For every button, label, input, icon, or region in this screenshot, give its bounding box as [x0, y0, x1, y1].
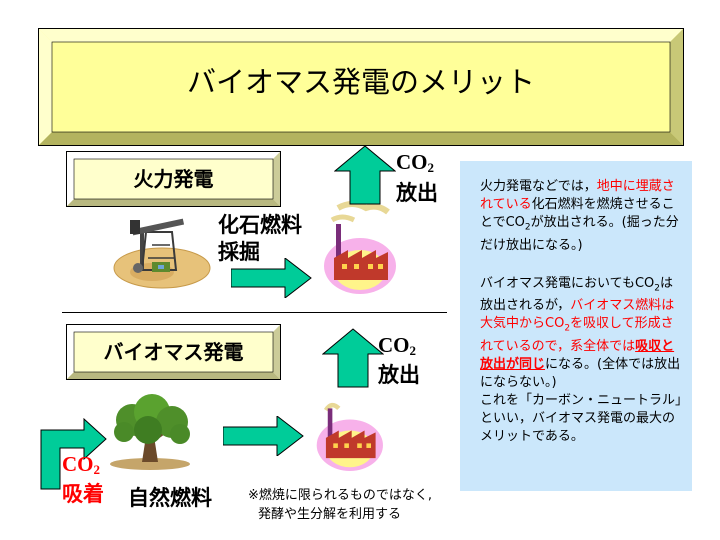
biomass-power-label: バイオマス発電: [103, 340, 244, 364]
explanation-panel: [460, 161, 692, 491]
biomass-label-box: [66, 324, 281, 380]
biomass-co2-up-arrow: [322, 328, 384, 388]
co2-absorb-arrow: [40, 418, 107, 490]
thermal-power-label: 火力発電: [133, 167, 214, 191]
extraction-label: 採掘: [218, 240, 260, 264]
thermal-factory-icon: [324, 201, 396, 294]
biomass-flow-arrow: [223, 416, 304, 456]
thermal-label-box: [66, 151, 281, 207]
absorb-co2-label: CO2: [62, 452, 100, 477]
thermal-flow-arrow: [231, 258, 312, 298]
tree-icon: [110, 394, 190, 470]
footnote-line-2: 発酵や生分解を利用する: [258, 507, 402, 522]
page-title: バイオマス発電のメリット: [186, 65, 535, 99]
title-banner: [38, 28, 684, 146]
fossil-fuel-label: 化石燃料: [218, 213, 302, 237]
thermal-release-label: 放出: [396, 181, 438, 205]
section-divider: [62, 312, 447, 313]
explanation-paragraph-1: 火力発電などでは，地中に埋蔵されている化石燃料を燃焼させることでCO2が放出され…: [480, 179, 679, 253]
footnote-line-1: ※燃焼に限られるものではなく,: [248, 488, 433, 503]
thermal-co2-up-arrow: [334, 145, 396, 205]
natural-fuel-label: 自然燃料: [128, 486, 212, 510]
absorb-label: 吸着: [62, 482, 104, 506]
explanation-paragraph-2: バイオマス発電においてもCO2は放出されるが，バイオマス燃料は大気中からCO2を…: [480, 275, 682, 444]
explanation-text: 火力発電などでは，地中に埋蔵されている化石燃料を燃焼させることでCO2が放出され…: [480, 178, 685, 446]
biomass-factory-icon: [316, 402, 383, 471]
oil-pump-icon: [113, 218, 211, 289]
biomass-co2-label: CO2: [378, 333, 416, 358]
thermal-co2-label: CO2: [396, 150, 434, 175]
footnote: ※燃焼に限られるものではなく, 発酵や生分解を利用する: [248, 486, 468, 524]
biomass-release-label: 放出: [378, 363, 420, 387]
